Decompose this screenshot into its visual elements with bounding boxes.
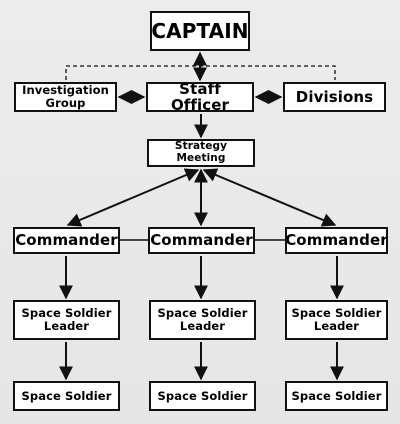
investigation-group-label: Investigation Group <box>22 83 109 110</box>
leader-center-box: Space Soldier Leader <box>149 300 256 340</box>
link-strategy-commander-left <box>66 168 200 227</box>
dashed-link-captain-sides <box>65 65 336 80</box>
leader-right-box: Space Soldier Leader <box>285 300 388 340</box>
leader-right-label: Space Soldier Leader <box>291 306 382 333</box>
captain-label: CAPTAIN <box>151 19 249 43</box>
commander-center-box: Commander <box>148 227 255 254</box>
soldier-center-box: Space Soldier <box>149 381 256 411</box>
staff-officer-box: Staff Officer <box>146 79 254 114</box>
link-strategy-commander-right <box>202 168 337 227</box>
commander-left-label: Commander <box>15 231 118 250</box>
divisions-box: Divisions <box>283 82 386 112</box>
soldier-right-label: Space Soldier <box>291 388 382 403</box>
divisions-label: Divisions <box>295 87 374 106</box>
soldier-left-box: Space Soldier <box>13 381 120 411</box>
commander-right-box: Commander <box>285 227 388 254</box>
soldier-center-label: Space Soldier <box>157 388 248 403</box>
commander-center-label: Commander <box>150 231 253 250</box>
leader-left-label: Space Soldier Leader <box>21 306 112 333</box>
commander-right-label: Commander <box>285 231 388 250</box>
soldier-left-label: Space Soldier <box>21 388 112 403</box>
commander-left-box: Commander <box>13 227 120 254</box>
leader-center-label: Space Soldier Leader <box>157 306 248 333</box>
strategy-meeting-label: Strategy Meeting <box>174 140 228 164</box>
soldier-right-box: Space Soldier <box>285 381 388 411</box>
leader-left-box: Space Soldier Leader <box>13 300 120 340</box>
staff-officer-label: Staff Officer <box>170 79 230 114</box>
strategy-meeting-box: Strategy Meeting <box>147 139 255 167</box>
investigation-group-box: Investigation Group <box>14 82 117 112</box>
captain-box: CAPTAIN <box>150 11 250 51</box>
